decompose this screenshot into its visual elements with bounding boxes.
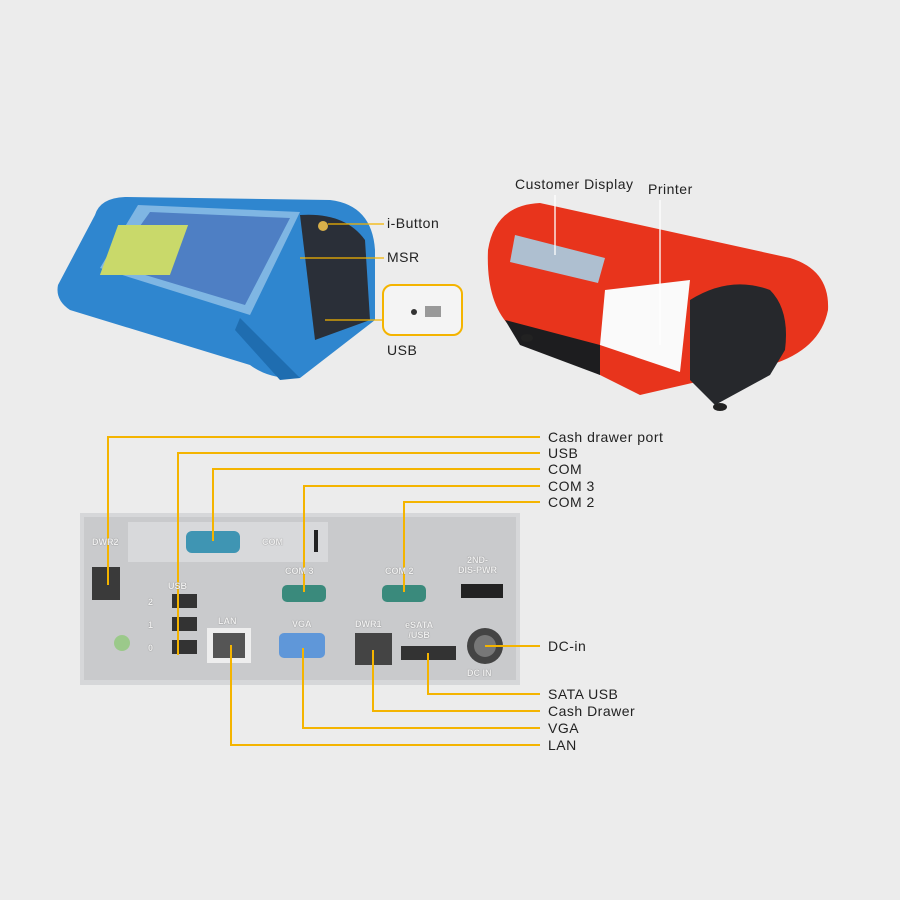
- rear-panel-image: [80, 513, 520, 685]
- panel-dwr1: DWR1: [355, 619, 382, 629]
- customer-display-label: Customer Display: [515, 176, 634, 192]
- panel-com2: COM 2: [385, 566, 414, 576]
- callout-sata-usb: SATA USB: [548, 686, 619, 702]
- callout-cash-drawer-port: Cash drawer port: [548, 429, 664, 445]
- panel-dwr2: DWR2: [92, 537, 119, 547]
- panel-lan: LAN: [218, 616, 237, 626]
- panel-dcin: DC IN: [467, 668, 492, 678]
- panel-com3: COM 3: [285, 566, 314, 576]
- panel-esata: eSATA /USB: [405, 620, 434, 640]
- usb-side-label: USB: [387, 342, 418, 358]
- printer-label: Printer: [648, 181, 693, 197]
- port-leader-lines: [107, 436, 540, 746]
- pos-terminal-image: [57, 197, 375, 380]
- callout-com3: COM 3: [548, 478, 595, 494]
- panel-usb-2: 2: [148, 597, 154, 607]
- callout-lan: LAN: [548, 737, 577, 753]
- ibutton-label: i-Button: [387, 215, 440, 231]
- panel-usb-1: 1: [148, 620, 154, 630]
- callout-cash-drawer: Cash Drawer: [548, 703, 636, 719]
- callout-usb: USB: [548, 445, 579, 461]
- callout-dc-in: DC-in: [548, 638, 587, 654]
- panel-usb: USB: [168, 581, 188, 591]
- panel-dis-pwr: 2ND- DIS-PWR: [458, 555, 497, 575]
- panel-usb-0: 0: [148, 643, 154, 653]
- msr-label: MSR: [387, 249, 420, 265]
- callout-com2: COM 2: [548, 494, 595, 510]
- callout-vga: VGA: [548, 720, 580, 736]
- panel-com: COM: [262, 537, 283, 547]
- printer-image: [487, 203, 829, 411]
- panel-vga: VGA: [292, 619, 312, 629]
- callout-com: COM: [548, 461, 583, 477]
- terminal-leader-lines: [300, 195, 661, 345]
